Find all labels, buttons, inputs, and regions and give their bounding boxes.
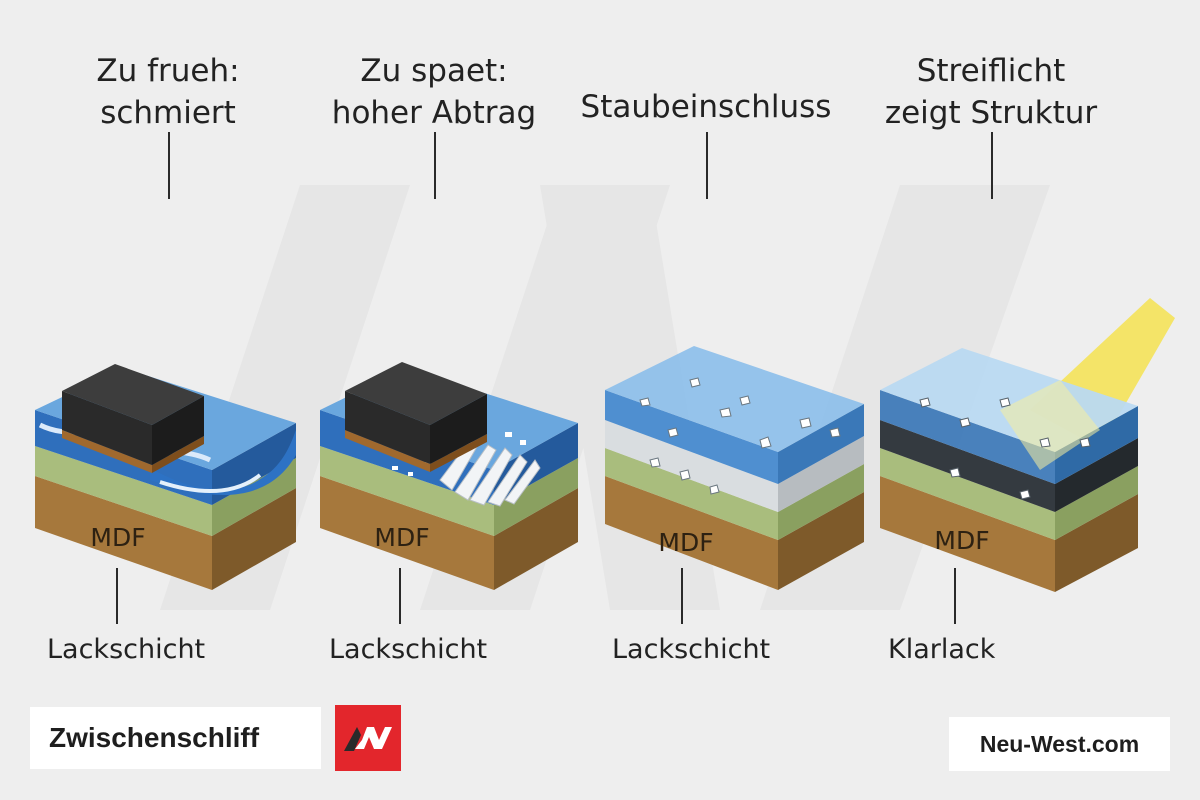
mdf-label-4: MDF xyxy=(912,526,1012,555)
brand-logo xyxy=(335,705,401,771)
site-box[interactable]: Neu-West.com xyxy=(949,717,1170,771)
leader-line-top-1 xyxy=(168,132,170,199)
mdf-label-2: MDF xyxy=(352,523,452,552)
footer-label-2: Lackschicht xyxy=(329,634,487,665)
leader-line-top-4 xyxy=(991,132,993,199)
site-link[interactable]: Neu-West.com xyxy=(980,731,1139,757)
heading-panel-4: Streiflicht zeigt Struktur xyxy=(831,50,1151,134)
footer-label-4: Klarlack xyxy=(888,634,995,665)
title-text: Zwischenschliff xyxy=(49,722,259,753)
footer-label-1: Lackschicht xyxy=(47,634,205,665)
leader-line-bottom-3 xyxy=(681,568,683,624)
footer-label-3: Lackschicht xyxy=(612,634,770,665)
leader-line-bottom-1 xyxy=(116,568,118,624)
leader-line-top-3 xyxy=(706,132,708,199)
leader-line-bottom-2 xyxy=(399,568,401,624)
leader-line-bottom-4 xyxy=(954,568,956,624)
heading-panel-3: Staubeinschluss xyxy=(546,86,866,128)
brand-logo-mark xyxy=(335,705,401,771)
title-box: Zwischenschliff xyxy=(30,707,321,769)
mdf-label-3: MDF xyxy=(636,528,736,557)
leader-line-top-2 xyxy=(434,132,436,199)
mdf-label-1: MDF xyxy=(68,523,168,552)
